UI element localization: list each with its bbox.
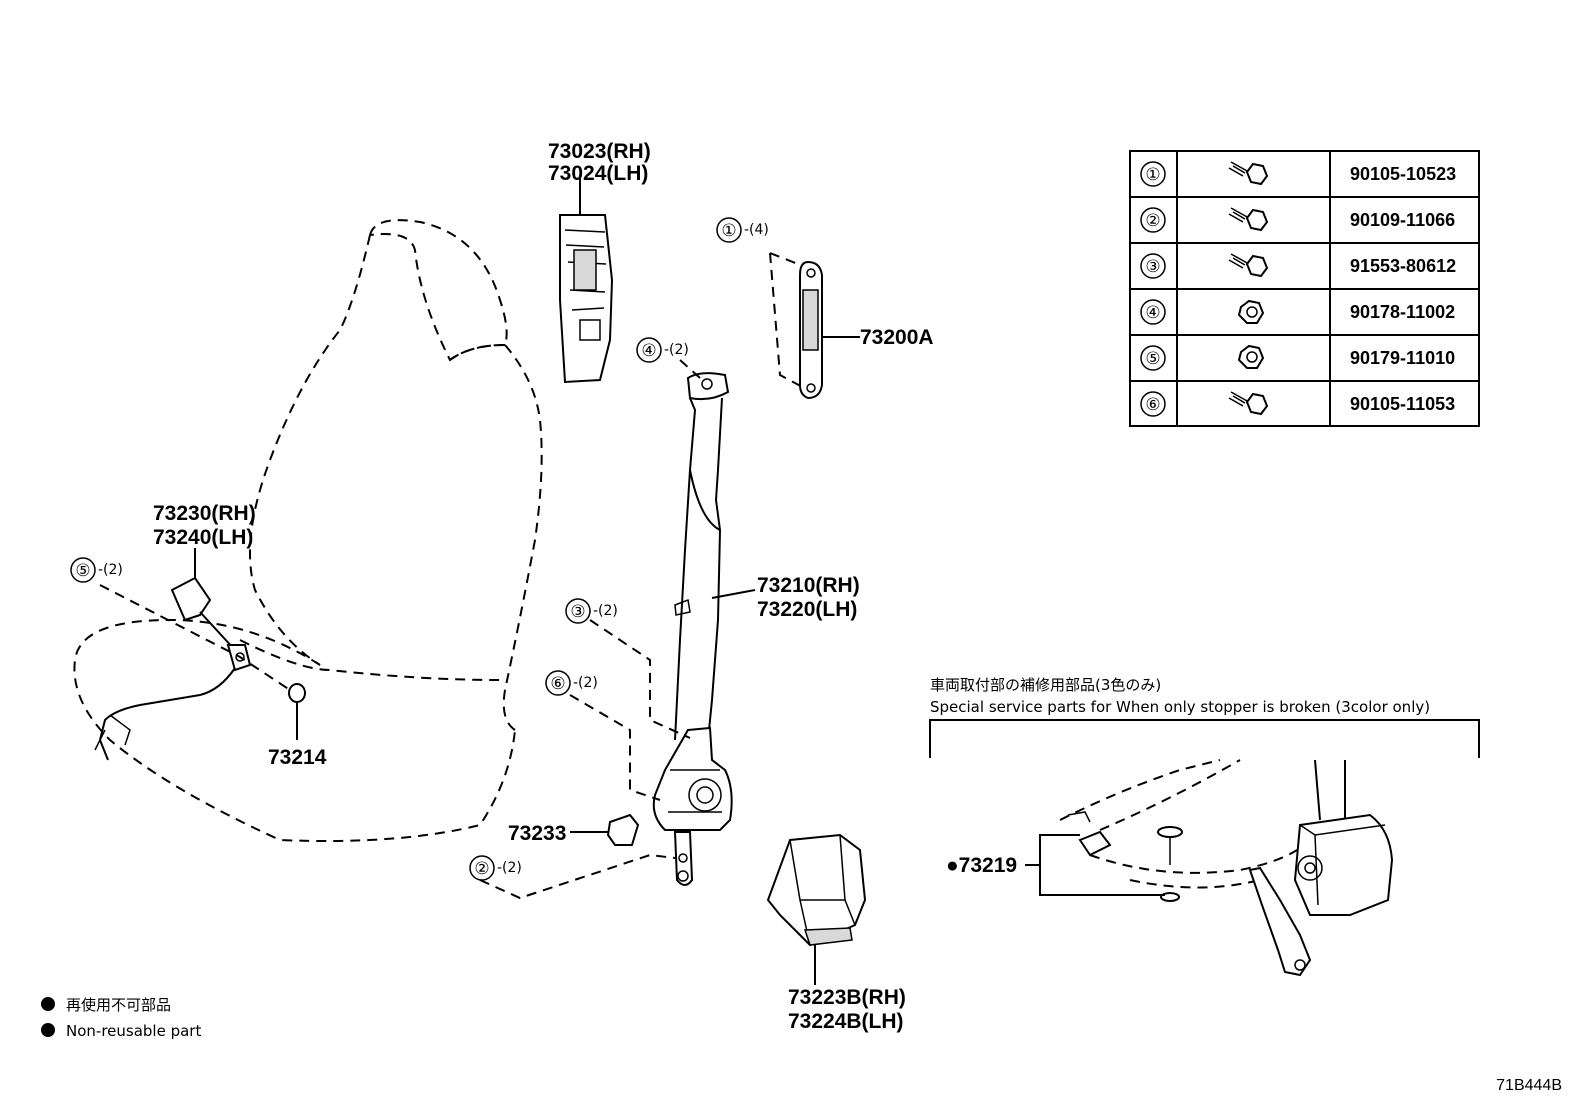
callout-5-qty: -(2) — [98, 562, 123, 578]
callout-2-num: ② — [474, 859, 489, 879]
non-reusable-bullet-icon — [41, 997, 55, 1011]
row-num: ⑤ — [1145, 349, 1160, 369]
row-num: ① — [1145, 165, 1160, 185]
row-num: ⑥ — [1145, 395, 1160, 415]
figure-id: 71B444B — [1496, 1077, 1562, 1094]
callout-leaders — [99, 359, 701, 900]
outer-belt-assembly — [652, 372, 756, 886]
fastener-table: ① 90105-10523 ② 90109-11066 ③ — [1129, 150, 1480, 427]
table-row: ⑥ 90105-11053 — [1140, 391, 1455, 417]
callout-1-qty: -(4) — [744, 222, 769, 238]
retractor-cover — [570, 813, 640, 846]
legend-en: Non-reusable part — [66, 1022, 201, 1040]
flange-bolt-icon — [1228, 253, 1269, 278]
service-note-jp: 車両取付部の補修用部品(3色のみ) — [930, 676, 1161, 694]
legend: 再使用不可部品 Non-reusable part — [41, 996, 201, 1040]
flange-nut-icon — [1237, 299, 1265, 324]
label-pillar-trim-lh: 73024(LH) — [548, 162, 648, 185]
table-row: ③ 91553-80612 — [1140, 253, 1456, 279]
label-cover: 73233 — [508, 822, 566, 845]
row-part-number: 90105-11053 — [1350, 394, 1455, 414]
callout-1-num: ① — [721, 221, 736, 241]
part-labels: 73023(RH) 73024(LH) 73200A 73210(RH) 732… — [153, 140, 934, 1033]
seat-outline — [73, 219, 543, 842]
label-washer: 73214 — [268, 746, 327, 769]
label-inner-buckle-rh: 73230(RH) — [153, 502, 256, 525]
non-reusable-bullet-icon — [41, 1023, 55, 1037]
label-retractor-cover-lh: 73224B(LH) — [788, 1010, 904, 1033]
callout-4-qty: -(2) — [664, 342, 689, 358]
label-stopper-kit: ●73219 — [946, 854, 1017, 877]
pillar-garnish — [559, 178, 614, 384]
flange-nut-icon — [1237, 344, 1265, 369]
retractor-housing-cover — [766, 833, 867, 985]
label-pillar-trim-rh: 73023(RH) — [548, 140, 651, 163]
row-part-number: 90105-10523 — [1350, 164, 1456, 184]
label-outer-belt-rh: 73210(RH) — [757, 574, 860, 597]
flange-bolt-icon — [1228, 391, 1269, 416]
callout-5-num: ⑤ — [75, 561, 90, 581]
legend-jp: 再使用不可部品 — [66, 996, 171, 1014]
anchor-plate — [769, 252, 860, 400]
label-anchor: 73200A — [860, 326, 934, 349]
service-parts-inset: 車両取付部の補修用部品(3色のみ) Special service parts … — [929, 676, 1480, 977]
callout-4-num: ④ — [641, 341, 656, 361]
callout-6-num: ⑥ — [550, 674, 565, 694]
flange-bolt-icon — [1228, 207, 1269, 232]
callout-6-qty: -(2) — [573, 675, 598, 691]
service-note-en: Special service parts for When only stop… — [930, 698, 1430, 716]
table-row: ① 90105-10523 — [1140, 161, 1456, 187]
label-retractor-cover-rh: 73223B(RH) — [788, 986, 906, 1009]
row-num: ② — [1145, 211, 1160, 231]
row-part-number: 90109-11066 — [1350, 210, 1455, 230]
table-row: ② 90109-11066 — [1140, 207, 1455, 233]
callout-3-qty: -(2) — [593, 603, 618, 619]
row-num: ③ — [1145, 257, 1160, 277]
label-inner-buckle-lh: 73240(LH) — [153, 526, 253, 549]
callout-2-qty: -(2) — [497, 860, 522, 876]
row-part-number: 90178-11002 — [1350, 302, 1455, 322]
row-part-number: 90179-11010 — [1350, 348, 1455, 368]
flange-bolt-icon — [1228, 161, 1269, 186]
row-part-number: 91553-80612 — [1350, 256, 1456, 276]
label-outer-belt-lh: 73220(LH) — [757, 598, 857, 621]
inner-buckle-assembly — [94, 548, 306, 761]
callout-3-num: ③ — [570, 602, 585, 622]
table-row: ⑤ 90179-11010 — [1140, 344, 1455, 371]
row-num: ④ — [1145, 303, 1160, 323]
table-row: ④ 90178-11002 — [1140, 299, 1455, 325]
fastener-callouts: ① -(4) ④ -(2) ⑤ -(2) ③ -(2) ⑥ -(2) ② -(2… — [70, 217, 769, 881]
